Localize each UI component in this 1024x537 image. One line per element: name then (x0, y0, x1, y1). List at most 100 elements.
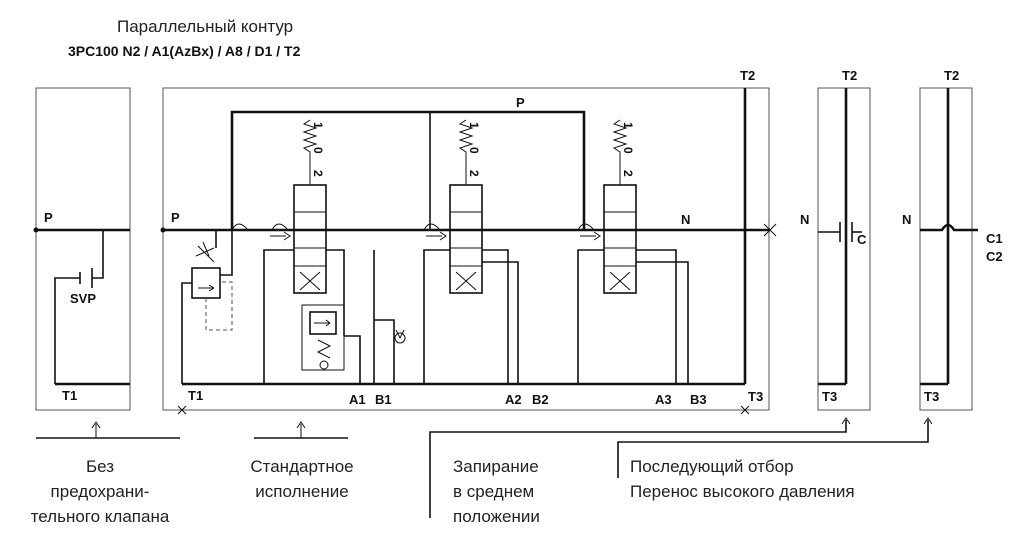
spool-2-tank (423, 249, 450, 384)
relief-p-line (220, 230, 233, 276)
pointer-arrow-followup (923, 417, 933, 425)
label-p-inlet: P (171, 210, 180, 225)
pointer-bracket-lock (429, 420, 847, 518)
label-a1: A1 (349, 392, 366, 407)
label-b2: B2 (532, 392, 549, 407)
b1-check (394, 332, 406, 344)
caption-no-relief-3: тельного клапана (31, 507, 170, 526)
spool-2-crossing (423, 223, 441, 231)
spool-2: 1 0 2 (423, 119, 519, 384)
label-t1-main: T1 (188, 388, 203, 403)
spool-3-spring (612, 119, 628, 185)
plug-x-t3 (740, 405, 750, 415)
b1-check-seat (395, 329, 405, 340)
label-c2: C2 (986, 249, 1003, 264)
caption-standard-2: исполнение (255, 482, 348, 501)
spool-3-pos-0: 0 (621, 147, 635, 154)
outline-c (817, 87, 871, 411)
svp-line-left (54, 277, 80, 384)
label-t2-main: T2 (740, 68, 755, 83)
label-t3-e: T3 (924, 389, 939, 404)
caption-no-relief-1: Без (86, 457, 114, 476)
spool-2-body (449, 184, 483, 294)
spool-2-pos-1: 1 (467, 122, 481, 129)
spool-1-check (270, 231, 291, 241)
compensator-arrow (314, 319, 331, 327)
spool-3-cross (609, 271, 631, 291)
caption-pointers (36, 417, 933, 518)
pointer-arrow-no-relief (91, 421, 101, 438)
label-t2-e: T2 (944, 68, 959, 83)
caption-lock-3: положении (453, 507, 540, 526)
spool-3: 1 0 2 (577, 119, 689, 384)
label-c: C (857, 232, 867, 247)
spool-2-pos-2: 2 (467, 170, 481, 177)
relief-tank-line (181, 282, 192, 384)
relief-pilot-dashed (205, 281, 233, 331)
label-a2: A2 (505, 392, 522, 407)
pointer-bracket-followup (617, 420, 929, 478)
diagram-title: Параллельный контур (117, 17, 293, 36)
pointer-arrow-lock (841, 417, 851, 425)
spool-1-pos-1: 1 (311, 122, 325, 129)
compensator-spring (316, 339, 332, 359)
label-a3: A3 (655, 392, 672, 407)
caption-no-relief-2: предохрани- (51, 482, 150, 501)
spool-2-b-line (482, 261, 519, 384)
section-c: T2 T3 N C (800, 68, 867, 404)
p-node-left (33, 227, 39, 233)
spool-1-pos-0: 0 (311, 147, 325, 154)
spool-2-check (426, 231, 447, 241)
compensator-block (301, 249, 406, 384)
label-b1: B1 (375, 392, 392, 407)
caption-lock-1: Запирание (453, 457, 539, 476)
spool-1: 1 0 2 (231, 119, 327, 384)
spool-1-a-line (326, 249, 345, 336)
label-b3: B3 (690, 392, 707, 407)
spool-1-tank (263, 249, 294, 384)
label-t3-c: T3 (822, 389, 837, 404)
relief-arrow (198, 284, 215, 292)
section-main: P P N T1 1 0 2 (160, 68, 777, 415)
spool-1-body (293, 184, 327, 294)
section-e: T2 T3 N C1 C2 (902, 68, 1003, 404)
diagram-code: 3PC100 N2 / A1(AzBx) / A8 / D1 / T2 (68, 43, 301, 59)
c1-line-e (920, 223, 978, 232)
compensator-valve (309, 311, 337, 335)
label-n-e: N (902, 212, 911, 227)
spool-1-spring (302, 119, 318, 185)
section-no-relief: P SVP T1 (33, 210, 130, 403)
spool-3-pos-2: 2 (621, 170, 635, 177)
spool-2-pos-0: 0 (467, 147, 481, 154)
compensator-orifice (319, 360, 329, 370)
plug-x-n (763, 223, 777, 237)
compensator-line-b1 (374, 319, 395, 384)
label-t2-c: T2 (842, 68, 857, 83)
spool-3-pos-1: 1 (621, 122, 635, 129)
caption-standard-1: Стандартное (250, 457, 353, 476)
relief-valve-body (191, 267, 221, 299)
spool-3-tank (577, 249, 604, 384)
label-p-main: P (516, 95, 525, 110)
label-svp: SVP (70, 291, 96, 306)
compensator-line-a1 (344, 335, 361, 384)
label-n-main: N (681, 212, 690, 227)
svp-line-right (92, 230, 104, 279)
outline-no-relief (35, 87, 131, 411)
caption-followup-1: Последующий отбор (630, 457, 794, 476)
spool-2-a-line (482, 249, 509, 384)
relief-spring (195, 241, 215, 263)
spool-1-cross (299, 271, 321, 291)
pointer-arrow-standard (296, 421, 306, 438)
section-outlines (35, 87, 973, 411)
spool-1-pos-2: 2 (311, 170, 325, 177)
plug-x-t1 (177, 405, 187, 415)
caption-followup-2: Перенос высокого давления (630, 482, 855, 501)
caption-lock-2: в среднем (453, 482, 534, 501)
compensator-outline (301, 304, 345, 371)
spool-2-cross (455, 271, 477, 291)
label-p-left: P (44, 210, 53, 225)
outline-e (919, 87, 973, 411)
label-n-c: N (800, 212, 809, 227)
